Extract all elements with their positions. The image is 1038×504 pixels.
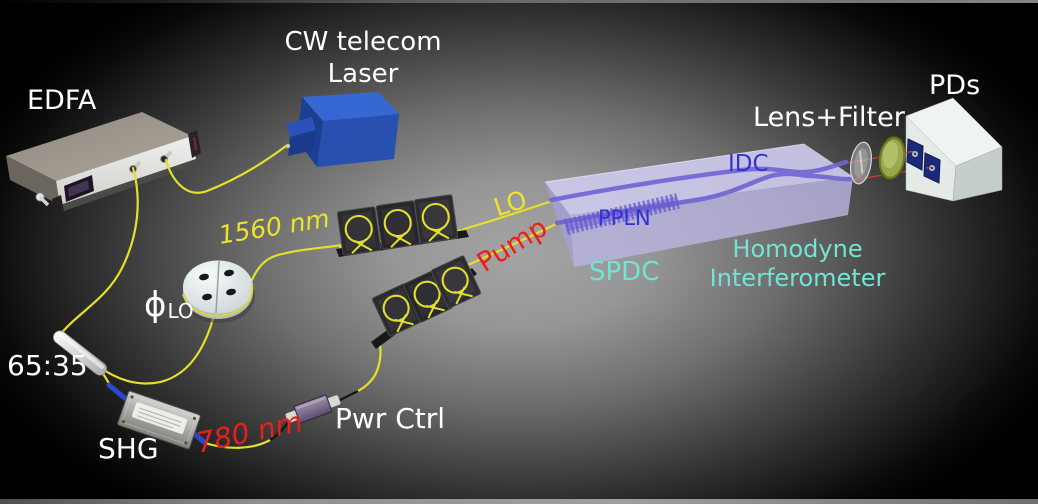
fiber-shg-to-powerctrl (200, 438, 272, 449)
powerctrl-dark-pigtail-right (337, 390, 359, 402)
ppln-label: PPLN (598, 206, 651, 230)
phi-symbol: ϕ (144, 285, 167, 325)
homodyne-label-line1: Homodyne (732, 235, 863, 263)
polarization-controller-pump (371, 255, 482, 349)
frame-edge-bottom (0, 499, 1038, 504)
shg-label: SHG (98, 432, 159, 465)
photodiode-box (904, 97, 1003, 202)
collimating-lens (849, 141, 873, 185)
phase-lo-label: ϕLO (144, 285, 194, 325)
idc-label: IDC (728, 151, 769, 177)
fiber-laser-to-edfa (164, 144, 288, 194)
edfa-key-switch (35, 192, 50, 207)
polarization-controller-lo (336, 194, 469, 257)
lens-filter-label: Lens+Filter (753, 102, 905, 133)
disc-holes (199, 269, 236, 301)
edfa-label: EDFA (27, 85, 97, 116)
fiber-disc-to-lo-controller (248, 243, 344, 286)
phase-shifter-disc (182, 260, 255, 323)
fiber-coupler-to-phase-disc (96, 317, 215, 385)
laser-label-line1: CW telecom (284, 27, 442, 57)
spdc-label: SPDC (589, 257, 660, 287)
fiber-powerctrl-to-pump-controller (354, 337, 382, 394)
power-controller (285, 394, 341, 424)
fiber-coupler-65-35 (53, 330, 107, 376)
cw-telecom-laser (285, 92, 399, 167)
homodyne-interferometer-label: Homodyne Interferometer (690, 235, 905, 294)
laser-label: CW telecom Laser (281, 27, 445, 90)
paddle (336, 206, 382, 256)
fiber-disc-wrap (182, 284, 254, 317)
shg-input-boot (106, 382, 130, 403)
power-control-label: Pwr Ctrl (335, 402, 446, 435)
fiber-edfa-to-coupler (56, 166, 139, 339)
fiber-lo-to-chip (462, 199, 554, 231)
fiber-pump-to-chip (466, 221, 560, 267)
chip-top-face (545, 144, 853, 215)
coupler-ratio-label: 65:35 (7, 349, 88, 382)
laser-output-snout (286, 117, 316, 137)
chip-front-face (570, 177, 853, 267)
waveguide-chip (544, 143, 854, 267)
laser-label-line2: Laser (327, 58, 399, 89)
photodiodes-label: PDs (929, 70, 981, 101)
edfa-amplifier (6, 112, 201, 221)
shg-module (117, 390, 201, 450)
photodiode-window (906, 138, 924, 171)
optical-filter (877, 135, 907, 181)
paddle (413, 194, 459, 244)
ppln-grating (564, 193, 680, 235)
frame-edge-top (0, 0, 1038, 3)
paddle (375, 200, 421, 250)
homodyne-label-line2: Interferometer (709, 264, 886, 293)
waveguide-lo (548, 159, 849, 203)
phi-subscript: LO (167, 299, 194, 323)
paddle (430, 255, 482, 309)
